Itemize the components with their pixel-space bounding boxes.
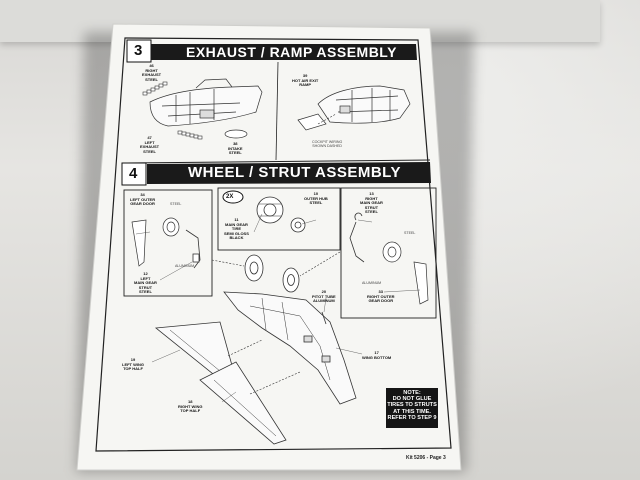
right-steel-note: STEEL xyxy=(404,231,416,235)
step4-title-bar xyxy=(147,162,431,184)
multiplier-label: 2X xyxy=(226,194,234,200)
paper-page xyxy=(76,23,462,471)
nose-drawing xyxy=(317,85,411,124)
pitot-tube-label: 20 PITOT TUBE ALUMINUM xyxy=(312,289,336,304)
left-gear-door-part xyxy=(131,219,147,267)
left-exhaust-stack xyxy=(177,130,203,140)
outer-hub-label: 10 OUTER HUB STEEL xyxy=(304,191,328,206)
wing-assembly-arrows xyxy=(227,339,301,395)
page-footer: Kit 5206 - Page 3 xyxy=(406,455,446,461)
step3-mid-divider xyxy=(275,61,279,161)
left-aluminum-note: ALUMINUM xyxy=(175,264,195,268)
page-frame xyxy=(95,37,452,452)
installed-wheels xyxy=(244,254,300,293)
right-aluminum-note: ALUMINUM xyxy=(362,281,382,285)
leader-lines xyxy=(135,213,421,403)
right-strut-part xyxy=(349,212,365,263)
right-wing-top-part xyxy=(199,361,287,445)
glue-warning-text: NOTE: DO NOT GLUE TIRES TO STRUTS AT THI… xyxy=(387,390,437,421)
hot-air-exit-ramp xyxy=(297,113,327,131)
cockpit-wiring-note: COCKPIT WIRING SHOWN DASHED xyxy=(312,140,343,149)
intake-part xyxy=(224,129,248,139)
right-main-gear-strut-label: 13 RIGHT MAIN GEAR STRUT STEEL xyxy=(360,191,383,215)
left-steel-note: STEEL xyxy=(170,202,182,206)
left-strut-part xyxy=(185,229,201,269)
right-strut-detail-box xyxy=(340,187,437,319)
fuselage-drawing xyxy=(149,78,263,127)
multiplier-badge xyxy=(222,190,244,204)
step3-number: 3 xyxy=(134,42,143,59)
outer-hub-part xyxy=(290,217,306,233)
hot-air-exit-label: 39 HOT AIR EXIT RAMP xyxy=(292,73,319,88)
wing-bottom-label: 17 WING BOTTOM xyxy=(362,350,392,360)
step3-title: EXHAUST / RAMP ASSEMBLY xyxy=(186,44,397,60)
step4-number-box xyxy=(121,162,147,186)
step4-number: 4 xyxy=(129,165,138,182)
main-gear-tire-label: 11 MAIN GEAR TIRE SEMI GLOSS BLACK xyxy=(224,217,249,241)
intake-label: 38 INTAKE STEEL xyxy=(228,141,243,156)
left-exhaust-label: 47 LEFT EXHAUST STEEL xyxy=(140,135,160,154)
right-exhaust-label: 46 RIGHT EXHAUST STEEL xyxy=(142,63,162,82)
right-exhaust-stack xyxy=(142,81,168,96)
wing-bottom-part xyxy=(223,291,357,405)
left-wheel-hub xyxy=(162,217,180,237)
main-gear-tire-part xyxy=(256,196,284,224)
right-wing-top-label: 18 RIGHT WING TOP HALF xyxy=(178,399,203,414)
right-outer-gear-door-label: 33 RIGHT OUTER GEAR DOOR xyxy=(367,289,395,304)
right-wheel-hub xyxy=(382,241,402,263)
left-strut-detail-box xyxy=(123,189,213,297)
tire-detail-box xyxy=(217,187,341,251)
assembly-arrows xyxy=(211,251,341,277)
step3-divider xyxy=(124,159,431,164)
pitot-tube-part xyxy=(321,311,327,325)
step4-title: WHEEL / STRUT ASSEMBLY xyxy=(188,164,401,181)
step3-title-bar xyxy=(151,44,417,60)
left-wing-top-label: 19 LEFT WING TOP HALF xyxy=(122,357,144,372)
left-main-gear-strut-label: 12 LEFT MAIN GEAR STRUT STEEL xyxy=(134,271,157,295)
glue-warning-note: NOTE: DO NOT GLUE TIRES TO STRUTS AT THI… xyxy=(386,388,438,428)
left-outer-gear-door-label: 34 LEFT OUTER GEAR DOOR xyxy=(130,192,156,207)
